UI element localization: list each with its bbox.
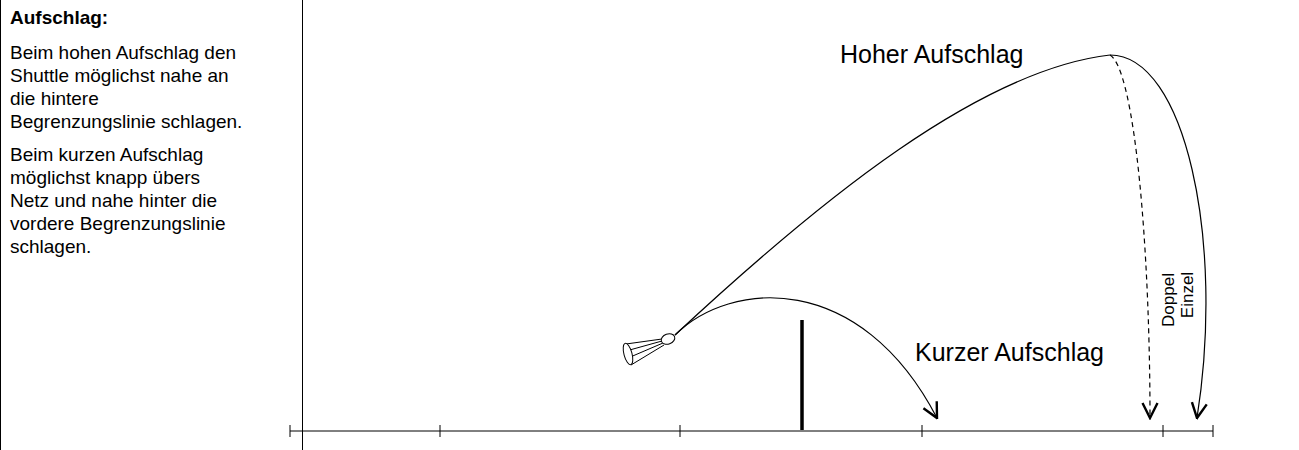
court-tick [440,425,441,437]
court-floor [290,425,1213,437]
court-tick [1163,425,1164,437]
court-tick [290,425,291,437]
court-type-label: Doppel [1159,273,1179,327]
high-serve-arc [675,55,1110,335]
cork [660,332,677,346]
instruction-text: Beim kurzen Aufschlag möglichst knapp üb… [10,143,243,258]
court-tick [680,425,681,437]
text-cell: Aufschlag: Beim hohen Aufschlag den Shutt… [0,0,303,450]
instruction-text: Beim hohen Aufschlag den Shuttle möglich… [10,41,243,133]
net [800,320,804,430]
single-serve-arrow [1110,55,1206,418]
serve-label: Kurzer Aufschlag [915,338,1104,367]
serve-label: Hoher Aufschlag [840,40,1023,69]
feather-skirt [621,342,634,365]
shuttlecock [621,332,676,366]
court-tick [1213,425,1214,437]
feather [631,345,664,365]
court-type-label: Einzel [1178,272,1198,318]
court-tick [922,425,923,437]
feather [626,339,662,344]
double-serve-arrow [1110,55,1150,418]
cell-heading: Aufschlag: [10,6,243,29]
short-serve-arrow [675,298,937,418]
floor-line [290,431,1213,432]
